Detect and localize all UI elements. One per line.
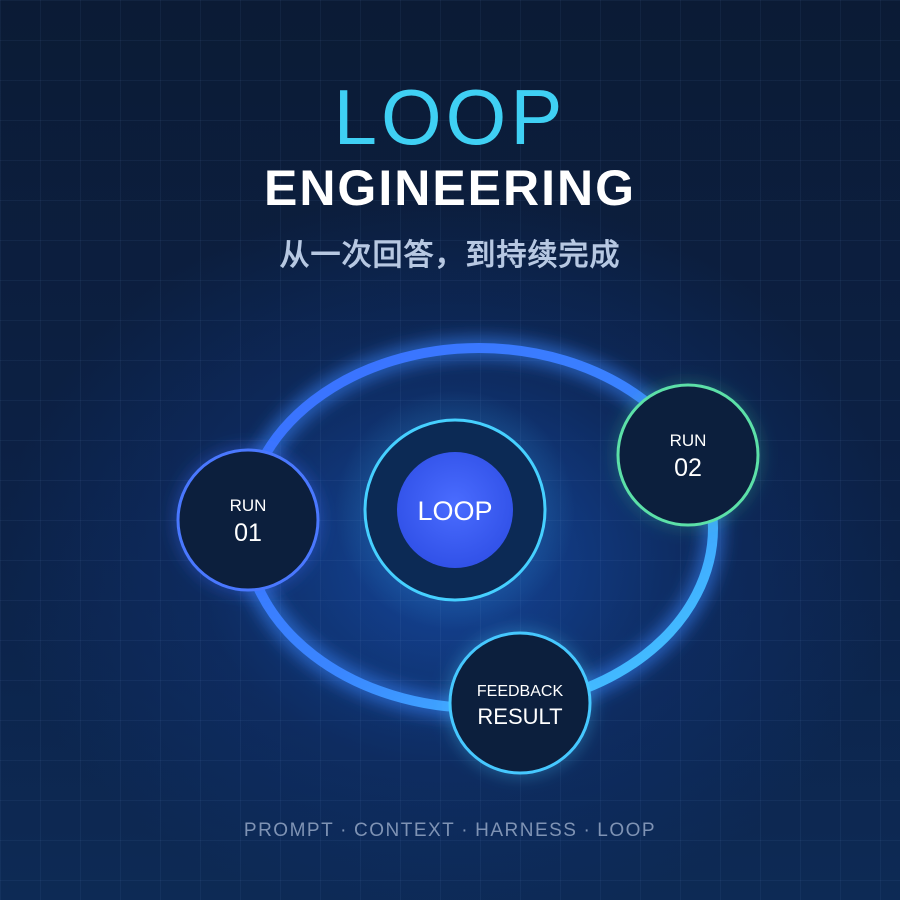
footer-item-loop: LOOP	[597, 820, 657, 841]
footer-item-harness: HARNESS	[475, 820, 578, 841]
title-engineering: ENGINEERING	[263, 160, 637, 216]
footer-keywords: PROMPT·CONTEXT·HARNESS·LOOP	[0, 820, 900, 843]
center-loop-node: LOOP	[335, 390, 575, 630]
feedback-line2: RESULT	[477, 704, 562, 729]
node-run-02: RUN 02	[614, 381, 762, 529]
feedback-circle	[448, 631, 592, 775]
tagline: 从一次回答，到持续完成	[279, 238, 621, 273]
footer-item-context: CONTEXT	[354, 820, 456, 841]
footer-item-prompt: PROMPT	[243, 820, 335, 841]
run-01-circle	[176, 448, 320, 592]
footer-separator: ·	[340, 820, 348, 841]
node-feedback-result: FEEDBACK RESULT	[446, 629, 594, 777]
footer-separator: ·	[461, 820, 470, 841]
run-02-circle	[616, 383, 760, 527]
center-label: LOOP	[417, 496, 492, 526]
footer-separator: ·	[583, 820, 592, 841]
run-01-line1: RUN	[230, 496, 267, 515]
title-loop: LOOP	[333, 73, 567, 161]
feedback-line1: FEEDBACK	[477, 683, 564, 700]
center-core	[397, 452, 513, 568]
node-run-01: RUN 01	[174, 446, 322, 594]
run-01-line2: 01	[234, 519, 262, 547]
run-02-line1: RUN	[670, 431, 707, 450]
run-02-line2: 02	[674, 454, 702, 482]
